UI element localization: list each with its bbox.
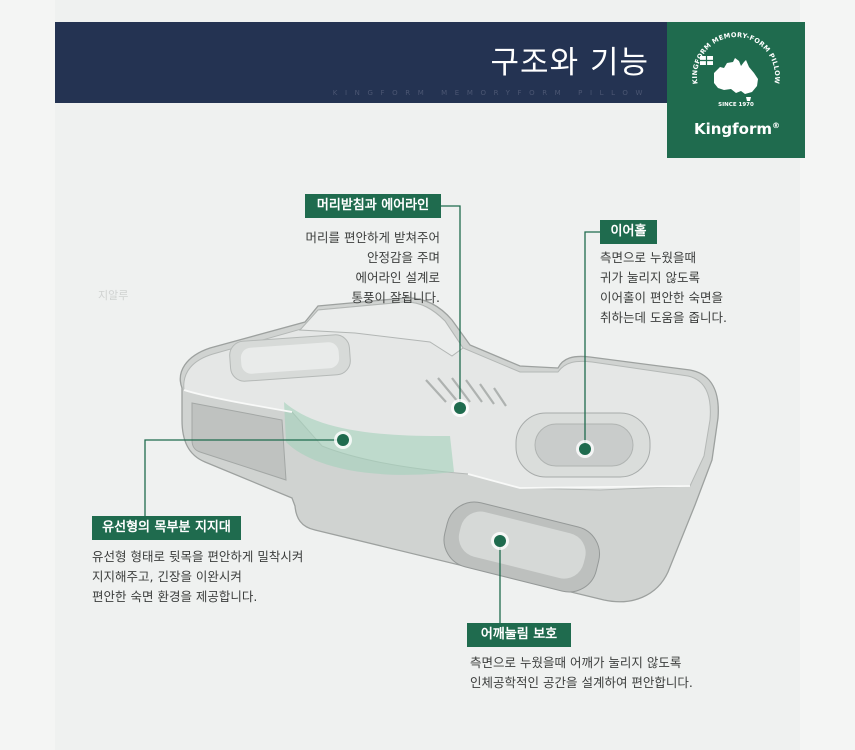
logo-brand-name: Kingform® [694,120,780,138]
callout-text-neck-support: 유선형 형태로 뒷목을 편안하게 밀착시켜 지지해주고, 긴장을 이완시켜 편안… [92,547,303,607]
callout-line: 측면으로 누웠을때 [600,250,696,265]
connector-line-headrest [441,205,461,408]
callout-line: 지지해주고, 긴장을 이완시켜 [92,569,242,584]
callout-label-headrest: 머리받침과 에어라인 [305,194,441,218]
callout-line: 머리를 편안하게 받쳐주어 [305,230,440,245]
australia-map-icon [714,58,758,101]
brand-logo: KINGFORM MEMORY-FORM PILLOW SINCE 1970 K… [667,22,805,158]
callout-line: 편안한 숙면 환경을 제공합니다. [92,589,258,604]
header-bar: 구조와 기능 KINGFORM MEMORYFORM PILLOW [55,22,667,103]
headrest-ridge [298,301,464,357]
shoulder-recess [443,501,600,593]
marker-dot-neck-support [334,431,352,449]
brand-logo-graphic: KINGFORM MEMORY-FORM PILLOW SINCE 1970 K… [691,31,781,138]
callout-line: 인체공학적인 공간을 설계하여 편안합니다. [470,675,693,690]
page-subtitle: KINGFORM MEMORYFORM PILLOW [332,89,650,97]
connector-line-ear-hole [584,231,600,449]
edge-highlight [183,389,691,489]
callout-label-neck-support: 유선형의 목부분 지지대 [92,516,241,540]
watermark-text: 지알루 [98,289,129,302]
callout-line: 이어홀이 편안한 숙면을 [600,290,723,305]
connector-line-neck-support [144,439,343,516]
logo-since-text: SINCE 1970 [718,102,754,108]
callout-text-shoulder: 측면으로 누웠을때 어깨가 눌리지 않도록 인체공학적인 공간을 설계하여 편안… [470,653,693,693]
callout-line: 유선형 형태로 뒷목을 편안하게 밀착시켜 [92,549,304,564]
marker-dot-shoulder [491,532,509,550]
front-slot [191,402,287,481]
flag-icon [700,56,713,65]
marker-dot-ear-hole [576,440,594,458]
airline-vents [425,377,507,407]
callout-line: 안정감을 주며 [367,250,440,265]
callout-text-ear-hole: 측면으로 누웠을때 귀가 눌리지 않도록 이어홀이 편안한 숙면을 취하는데 도… [600,248,727,328]
callout-line: 통풍이 잘됩니다. [351,290,440,305]
head-cradle-recess [229,334,351,382]
callout-label-ear-hole: 이어홀 [600,220,657,244]
neck-support-highlight [284,402,454,475]
callout-text-headrest: 머리를 편안하게 받쳐주어 안정감을 주며 에어라인 설계로 통풍이 잘됩니다. [240,228,440,308]
callout-line: 취하는데 도움을 줍니다. [600,310,727,325]
page-title: 구조와 기능 [490,45,649,81]
callout-line: 귀가 눌리지 않도록 [600,270,700,285]
callout-label-shoulder: 어깨눌림 보호 [467,623,571,647]
callout-line: 에어라인 설계로 [355,270,440,285]
callout-line: 측면으로 누웠을때 어깨가 눌리지 않도록 [470,655,682,670]
marker-dot-headrest [451,399,469,417]
